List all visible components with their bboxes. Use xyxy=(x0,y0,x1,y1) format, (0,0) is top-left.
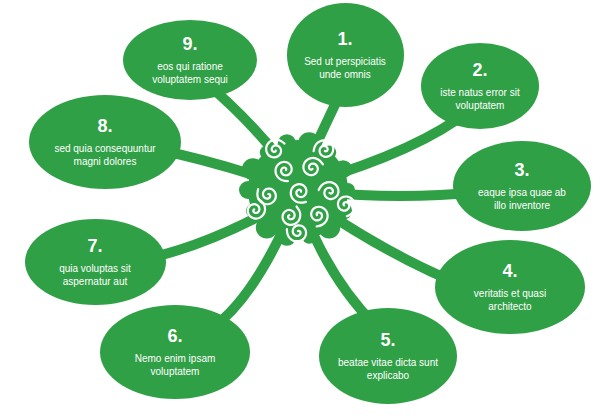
callout-number: 8. xyxy=(97,117,112,137)
bubble-shape xyxy=(25,219,166,305)
bubble-content: 3. eaque ipsa quae ab illo inventore xyxy=(471,161,573,212)
callout-number: 9. xyxy=(182,35,197,55)
callout-number: 6. xyxy=(167,327,182,347)
speech-bubble: 2. iste natus error sit voluptatem xyxy=(421,43,539,129)
bubble-shape xyxy=(100,305,250,399)
speech-bubble: 4. veritatis et quasi architecto xyxy=(435,240,585,334)
callout-number: 3. xyxy=(514,161,529,181)
bubble-text: sed quia consequuntur magni dolores xyxy=(49,141,161,167)
bubble-text: beatae vitae dicta sunt explicabo xyxy=(337,355,439,381)
bubble-content: 6. Nemo enim ipsam voluptatem xyxy=(120,327,231,378)
callout-number: 5. xyxy=(380,331,395,351)
bubble-text: veritatis et quasi architecto xyxy=(455,286,566,312)
bubble-text: Sed ut perspiciatis unde omnis xyxy=(302,54,388,80)
bubble-content: 1. Sed ut perspiciatis unde omnis xyxy=(302,30,388,81)
speech-bubble: 5. beatae vitae dicta sunt explicabo xyxy=(319,308,457,404)
bubble-text: iste natus error sit voluptatem xyxy=(437,85,524,111)
bubble-shape xyxy=(453,141,591,231)
bubble-content: 5. beatae vitae dicta sunt explicabo xyxy=(337,331,439,382)
bubble-text: eos qui ratione voluptatem sequi xyxy=(141,59,240,85)
speech-bubble: 1. Sed ut perspiciatis unde omnis xyxy=(287,3,404,107)
speech-bubble: 8. sed quia consequuntur magni dolores xyxy=(29,95,181,189)
bubble-shape xyxy=(319,308,457,404)
callout-number: 4. xyxy=(502,262,517,282)
bubble-text: quia voluptas sit aspernatur aut xyxy=(43,261,147,287)
callout-number: 1. xyxy=(337,30,352,50)
bubble-shape xyxy=(435,240,585,334)
bubble-shape xyxy=(123,20,257,100)
bubble-text: Nemo enim ipsam voluptatem xyxy=(120,351,231,377)
bubble-shape xyxy=(287,3,404,107)
bubble-content: 7. quia voluptas sit aspernatur aut xyxy=(43,237,147,288)
speech-bubble: 9. eos qui ratione voluptatem sequi xyxy=(123,20,257,100)
speech-bubble: 3. eaque ipsa quae ab illo inventore xyxy=(453,141,591,231)
callout-number: 7. xyxy=(87,237,102,257)
callout-number: 2. xyxy=(472,61,487,81)
bubble-content: 8. sed quia consequuntur magni dolores xyxy=(49,117,161,168)
bubble-shape xyxy=(421,43,539,129)
bubble-content: 2. iste natus error sit voluptatem xyxy=(437,61,524,112)
bubble-text: eaque ipsa quae ab illo inventore xyxy=(471,185,573,211)
bubble-shape xyxy=(29,95,181,189)
speech-bubble: 7. quia voluptas sit aspernatur aut xyxy=(25,219,166,305)
bubble-content: 4. veritatis et quasi architecto xyxy=(455,262,566,313)
bubble-content: 9. eos qui ratione voluptatem sequi xyxy=(141,35,240,86)
speech-bubble: 6. Nemo enim ipsam voluptatem xyxy=(100,305,250,399)
